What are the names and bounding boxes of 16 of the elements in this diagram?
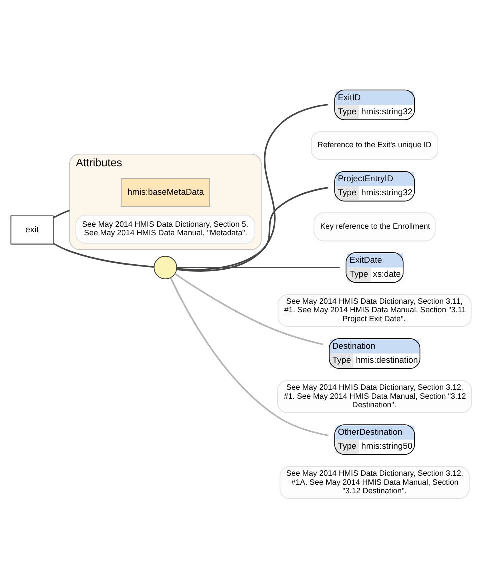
connector [177, 267, 340, 269]
node-box: See May 2014 HMIS Data Dictionary, Section 3.12, #1. See May 2014 HMIS Data Manual, Section "3.12 Destination". [277, 380, 472, 414]
connector [176, 187, 329, 271]
node-circle [154, 256, 178, 280]
node-box: Reference to the Exit's unique ID [311, 131, 439, 160]
node-box: Key reference to the Enrollment [314, 212, 436, 242]
node-box: See May 2014 HMIS Data Dictionary, Section 5. See May 2014 HMIS Data Manual, "Metadata". [76, 215, 256, 244]
node-box: See May 2014 HMIS Data Dictionary, Section 3.11, #1. See May 2014 HMIS Data Manual, Section "3.11 Project Exit Date". [278, 294, 472, 328]
node-box: hmis:baseMetaData [121, 178, 210, 208]
connector [53, 242, 154, 268]
connector [170, 278, 329, 436]
connector [53, 210, 70, 219]
connector [177, 104, 329, 272]
connector [174, 273, 324, 346]
node-box: See May 2014 HMIS Data Dictionary, Section 3.12, #1A. See May 2014 HMIS Data Manual, Section "3.12 Destination". [280, 466, 470, 500]
node-box: exit [10, 216, 54, 245]
